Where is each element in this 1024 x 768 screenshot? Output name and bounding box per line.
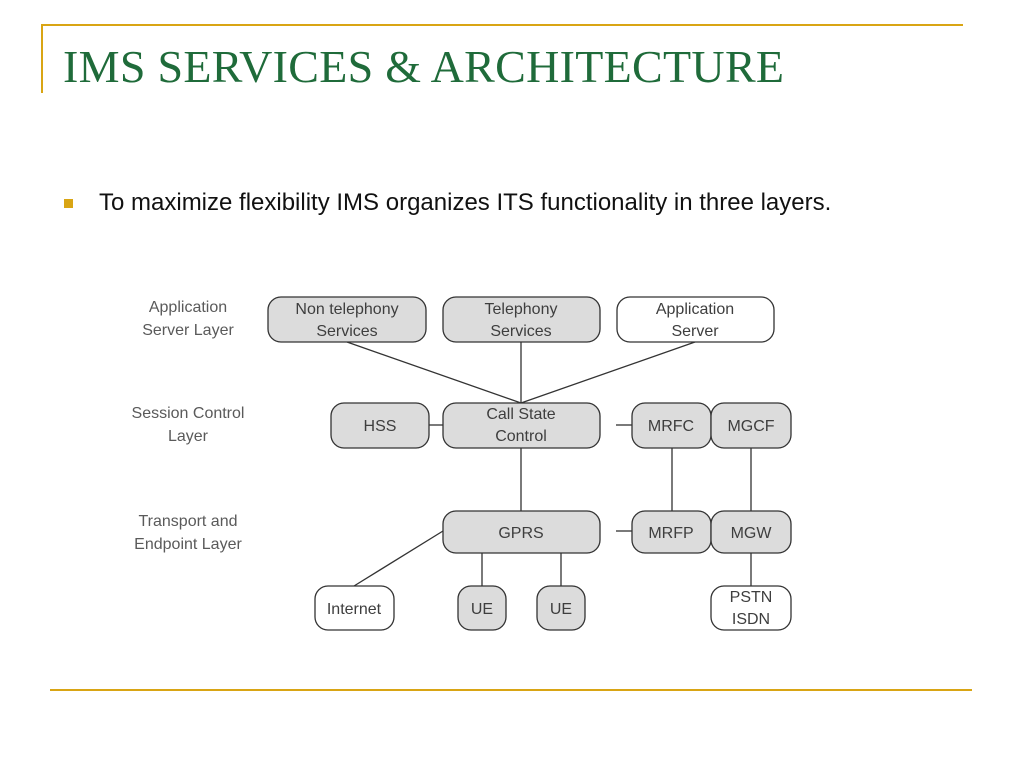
node-app-server-box bbox=[616, 296, 775, 343]
layer-label-application-line1: Application bbox=[149, 299, 227, 316]
layer-label-transport-line2: Endpoint Layer bbox=[134, 536, 242, 553]
node-mgcf-label: MGCF bbox=[727, 418, 774, 435]
node-non-telephony-line1: Non telephony bbox=[295, 301, 398, 318]
layer-labels: Application Server Layer Session Control… bbox=[132, 299, 245, 553]
node-hss-box bbox=[330, 402, 430, 449]
left-accent-rule bbox=[41, 24, 43, 93]
node-hss-label: HSS bbox=[364, 418, 397, 435]
layer-label-session-line2: Layer bbox=[168, 428, 209, 445]
bullet-text: To maximize flexibility IMS organizes IT… bbox=[99, 189, 832, 216]
node-pstn-box bbox=[710, 585, 792, 631]
bottom-accent-rule bbox=[50, 689, 972, 691]
node-non-telephony-line2: Services bbox=[316, 323, 377, 340]
layer-label-application-line2: Server Layer bbox=[142, 322, 234, 339]
node-telephony-box bbox=[442, 296, 601, 343]
node-telephony-line2: Services bbox=[490, 323, 551, 340]
layer-label-session-line1: Session Control bbox=[132, 405, 245, 422]
node-call-state-line1: Call State bbox=[486, 406, 555, 423]
node-internet-label: Internet bbox=[327, 601, 382, 618]
top-accent-rule bbox=[41, 24, 963, 26]
node-non-telephony-box bbox=[267, 296, 427, 343]
node-telephony-line1: Telephony bbox=[485, 301, 558, 318]
node-mrfp-label: MRFP bbox=[648, 525, 693, 542]
node-ue1-label: UE bbox=[471, 601, 493, 618]
node-app-server-line1: Application bbox=[656, 301, 734, 318]
node-call-state-box bbox=[442, 402, 601, 449]
node-ue2-label: UE bbox=[550, 601, 572, 618]
node-mgcf-box bbox=[710, 402, 792, 449]
node-ue1-box bbox=[457, 585, 507, 631]
node-gprs-box bbox=[442, 510, 601, 554]
node-gprs-label: GPRS bbox=[498, 525, 543, 542]
node-pstn-line2: ISDN bbox=[732, 611, 770, 628]
line-nontelephony-callstate bbox=[346, 341, 522, 404]
connector-lines bbox=[346, 341, 752, 587]
node-boxes bbox=[267, 296, 792, 631]
layer-label-transport-line1: Transport and bbox=[138, 513, 237, 530]
node-mgw-label: MGW bbox=[731, 525, 773, 542]
node-mgw-box bbox=[710, 510, 792, 554]
node-ue2-box bbox=[536, 585, 586, 631]
node-pstn-line1: PSTN bbox=[730, 589, 773, 606]
node-mrfc-label: MRFC bbox=[648, 418, 694, 435]
node-call-state-line2: Control bbox=[495, 428, 547, 445]
node-labels: Non telephony Services Telephony Service… bbox=[295, 301, 774, 628]
slide-title: IMS SERVICES & ARCHITECTURE bbox=[63, 41, 785, 92]
bullet-square-icon bbox=[64, 199, 73, 208]
line-appserver-callstate bbox=[520, 341, 696, 404]
node-app-server-line2: Server bbox=[671, 323, 719, 340]
line-gprs-internet bbox=[353, 530, 444, 587]
node-internet-box bbox=[314, 585, 395, 631]
